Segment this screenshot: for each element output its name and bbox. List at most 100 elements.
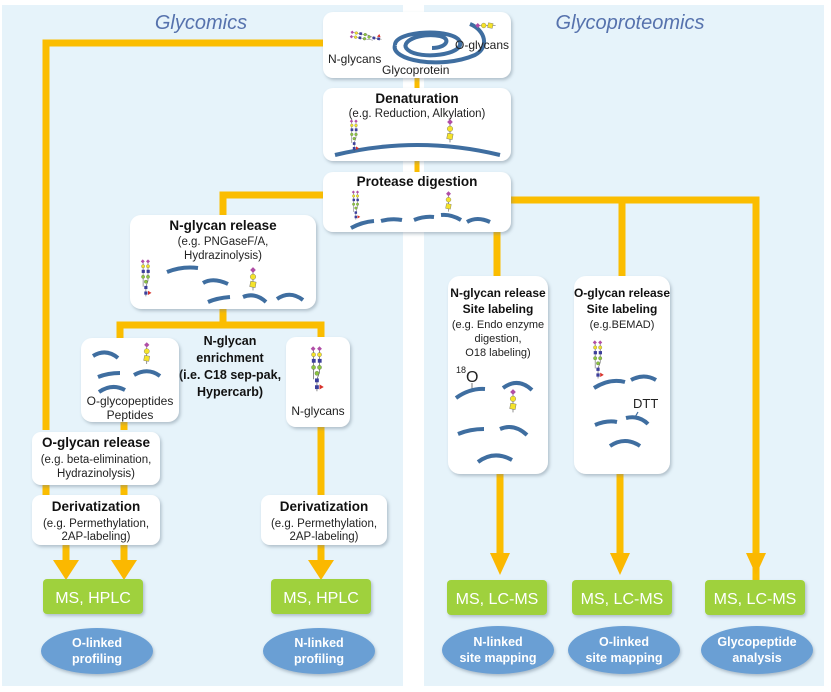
deriv-right-title: Derivatization bbox=[280, 499, 369, 514]
isotope-mass: 18 bbox=[456, 365, 466, 375]
enrichment-line-2: enrichment bbox=[196, 351, 264, 365]
glycoprotein-box: N-glycans O-glycans Glycoprotein bbox=[323, 12, 511, 78]
o-release-title: O-glycan release bbox=[42, 435, 151, 450]
n-glycans-box: N-glycans bbox=[286, 337, 350, 427]
peptide-icon bbox=[133, 369, 162, 378]
peptide-icon bbox=[413, 214, 435, 222]
enrichment-line-3: (i.e. C18 sep-pak, bbox=[179, 368, 281, 382]
n-site-detail-3: O18 labeling) bbox=[465, 347, 530, 359]
peptide-icon bbox=[380, 217, 403, 223]
instrument-label: MS, HPLC bbox=[55, 590, 131, 607]
n-release-detail-2: Hydrazinolysis) bbox=[184, 250, 262, 262]
protein-spiral-outer-icon bbox=[392, 22, 486, 65]
protease-digestion-box: Protease digestion bbox=[323, 172, 511, 232]
connector-glycoprotein-to-o-release bbox=[42, 39, 325, 430]
peptide-icon bbox=[465, 217, 491, 224]
arrow-icon bbox=[111, 560, 137, 580]
peptide-icon bbox=[97, 385, 126, 394]
outcome-line-2: site mapping bbox=[585, 651, 662, 665]
outcome-oval: Glycopeptide analysis bbox=[701, 626, 813, 674]
peptide-icon bbox=[476, 453, 513, 464]
peptide-icon bbox=[334, 143, 501, 157]
peptide-icon bbox=[97, 371, 121, 379]
glycoprotein-label: Glycoprotein bbox=[382, 63, 449, 77]
protein-spiral-icon bbox=[393, 30, 463, 58]
peptide-icon bbox=[457, 427, 485, 436]
connector-enrichment-split bbox=[116, 321, 325, 345]
instrument-boxes: MS, HPLC MS, HPLC MS, LC-MS MS, LC-MS MS… bbox=[43, 579, 805, 615]
peptide-icon bbox=[499, 425, 529, 437]
peptide-icon bbox=[608, 439, 642, 448]
peptide-icon bbox=[201, 278, 229, 286]
deriv-right-detail-1: (e.g. Permethylation, bbox=[271, 518, 377, 530]
outcome-line-1: O-linked bbox=[599, 635, 649, 649]
derivatization-right-box: Derivatization (e.g. Permethylation, 2AP… bbox=[261, 495, 387, 545]
arrow-icon bbox=[53, 560, 79, 580]
peptide-icon bbox=[592, 378, 626, 390]
arrow-icon bbox=[746, 553, 766, 575]
o-glycopeptides-label: O-glycopeptides bbox=[87, 394, 174, 408]
peptide-icon bbox=[242, 293, 268, 304]
peptide-icon bbox=[501, 381, 534, 392]
outcome-line-1: N-linked bbox=[294, 636, 343, 650]
arrow-icon bbox=[308, 560, 334, 580]
instrument-label: MS, LC-MS bbox=[456, 591, 539, 608]
deriv-right-detail-2: 2AP-labeling) bbox=[289, 531, 358, 543]
outcome-line-2: analysis bbox=[732, 651, 781, 665]
o-site-detail-1: (e.g.BEMAD) bbox=[590, 319, 655, 331]
outcome-line-1: Glycopeptide bbox=[717, 635, 796, 649]
deriv-left-title: Derivatization bbox=[52, 499, 141, 514]
derivatization-left-box: Derivatization (e.g. Permethylation, 2AP… bbox=[32, 495, 160, 545]
arrowheads bbox=[53, 553, 766, 580]
peptide-icon bbox=[91, 350, 120, 360]
o-site-labeling-box: O-glycan release Site labeling (e.g.BEMA… bbox=[574, 276, 670, 474]
outcome-line-2: profiling bbox=[294, 652, 344, 666]
enrichment-line-4: Hypercarb) bbox=[197, 385, 263, 399]
n-glycans-box-label: N-glycans bbox=[291, 404, 344, 418]
glycoproteomics-title: Glycoproteomics bbox=[556, 12, 705, 34]
instrument-box: MS, LC-MS bbox=[447, 580, 547, 615]
deriv-left-detail-2: 2AP-labeling) bbox=[61, 531, 130, 543]
o-site-title-1: O-glycan release bbox=[574, 286, 670, 300]
glycomics-title: Glycomics bbox=[155, 12, 247, 34]
peptide-icon bbox=[275, 292, 305, 302]
instrument-box: MS, LC-MS bbox=[572, 580, 672, 615]
instrument-label: MS, HPLC bbox=[283, 590, 359, 607]
denaturation-detail: (e.g. Reduction, Alkylation) bbox=[349, 108, 486, 120]
enrichment-label: N-glycan enrichment (i.e. C18 sep-pak, H… bbox=[179, 334, 281, 399]
outcome-line-1: N-linked bbox=[473, 635, 522, 649]
peptide-icon bbox=[594, 419, 618, 427]
instrument-box: MS, HPLC bbox=[43, 579, 143, 614]
outcome-oval: N-linked site mapping bbox=[442, 626, 554, 674]
denaturation-box: Denaturation (e.g. Reduction, Alkylation… bbox=[323, 88, 511, 161]
enrichment-line-1: N-glycan bbox=[204, 334, 257, 348]
instrument-label: MS, LC-MS bbox=[581, 591, 664, 608]
n-site-labeling-box: N-glycan release Site labeling (e.g. End… bbox=[448, 276, 548, 474]
n-glycans-label: N-glycans bbox=[328, 52, 381, 66]
arrow-icon bbox=[490, 553, 510, 575]
protease-title: Protease digestion bbox=[357, 174, 478, 189]
outcome-oval: O-linked profiling bbox=[41, 628, 153, 674]
n-site-detail-2: digestion, bbox=[474, 333, 521, 345]
outcome-line-2: site mapping bbox=[459, 651, 536, 665]
o-glycans-label: O-glycans bbox=[455, 38, 509, 52]
instrument-box: MS, HPLC bbox=[271, 579, 371, 614]
outcome-ovals: O-linked profiling N-linked profiling N-… bbox=[41, 626, 813, 674]
denaturation-title: Denaturation bbox=[375, 91, 458, 106]
n-site-title-1: N-glycan release bbox=[450, 286, 546, 300]
n-site-title-2: Site labeling bbox=[463, 302, 534, 316]
n-release-detail-1: (e.g. PNGaseF/A, bbox=[178, 236, 269, 248]
arrow-icon bbox=[610, 553, 630, 575]
peptides-label: Peptides bbox=[107, 408, 154, 422]
o-site-title-2: Site labeling bbox=[587, 302, 658, 316]
peptide-icon bbox=[350, 219, 375, 230]
peptide-icon bbox=[454, 386, 486, 400]
o-glycopeptides-box: O-glycopeptides Peptides bbox=[81, 338, 179, 422]
instrument-label: MS, LC-MS bbox=[714, 591, 797, 608]
connectors bbox=[42, 39, 760, 580]
n-release-title: N-glycan release bbox=[169, 218, 277, 233]
o-release-detail-2: Hydrazinolysis) bbox=[57, 468, 135, 480]
peptide-icon bbox=[440, 212, 463, 222]
n-glycan-release-box: N-glycan release (e.g. PNGaseF/A, Hydraz… bbox=[130, 215, 316, 309]
